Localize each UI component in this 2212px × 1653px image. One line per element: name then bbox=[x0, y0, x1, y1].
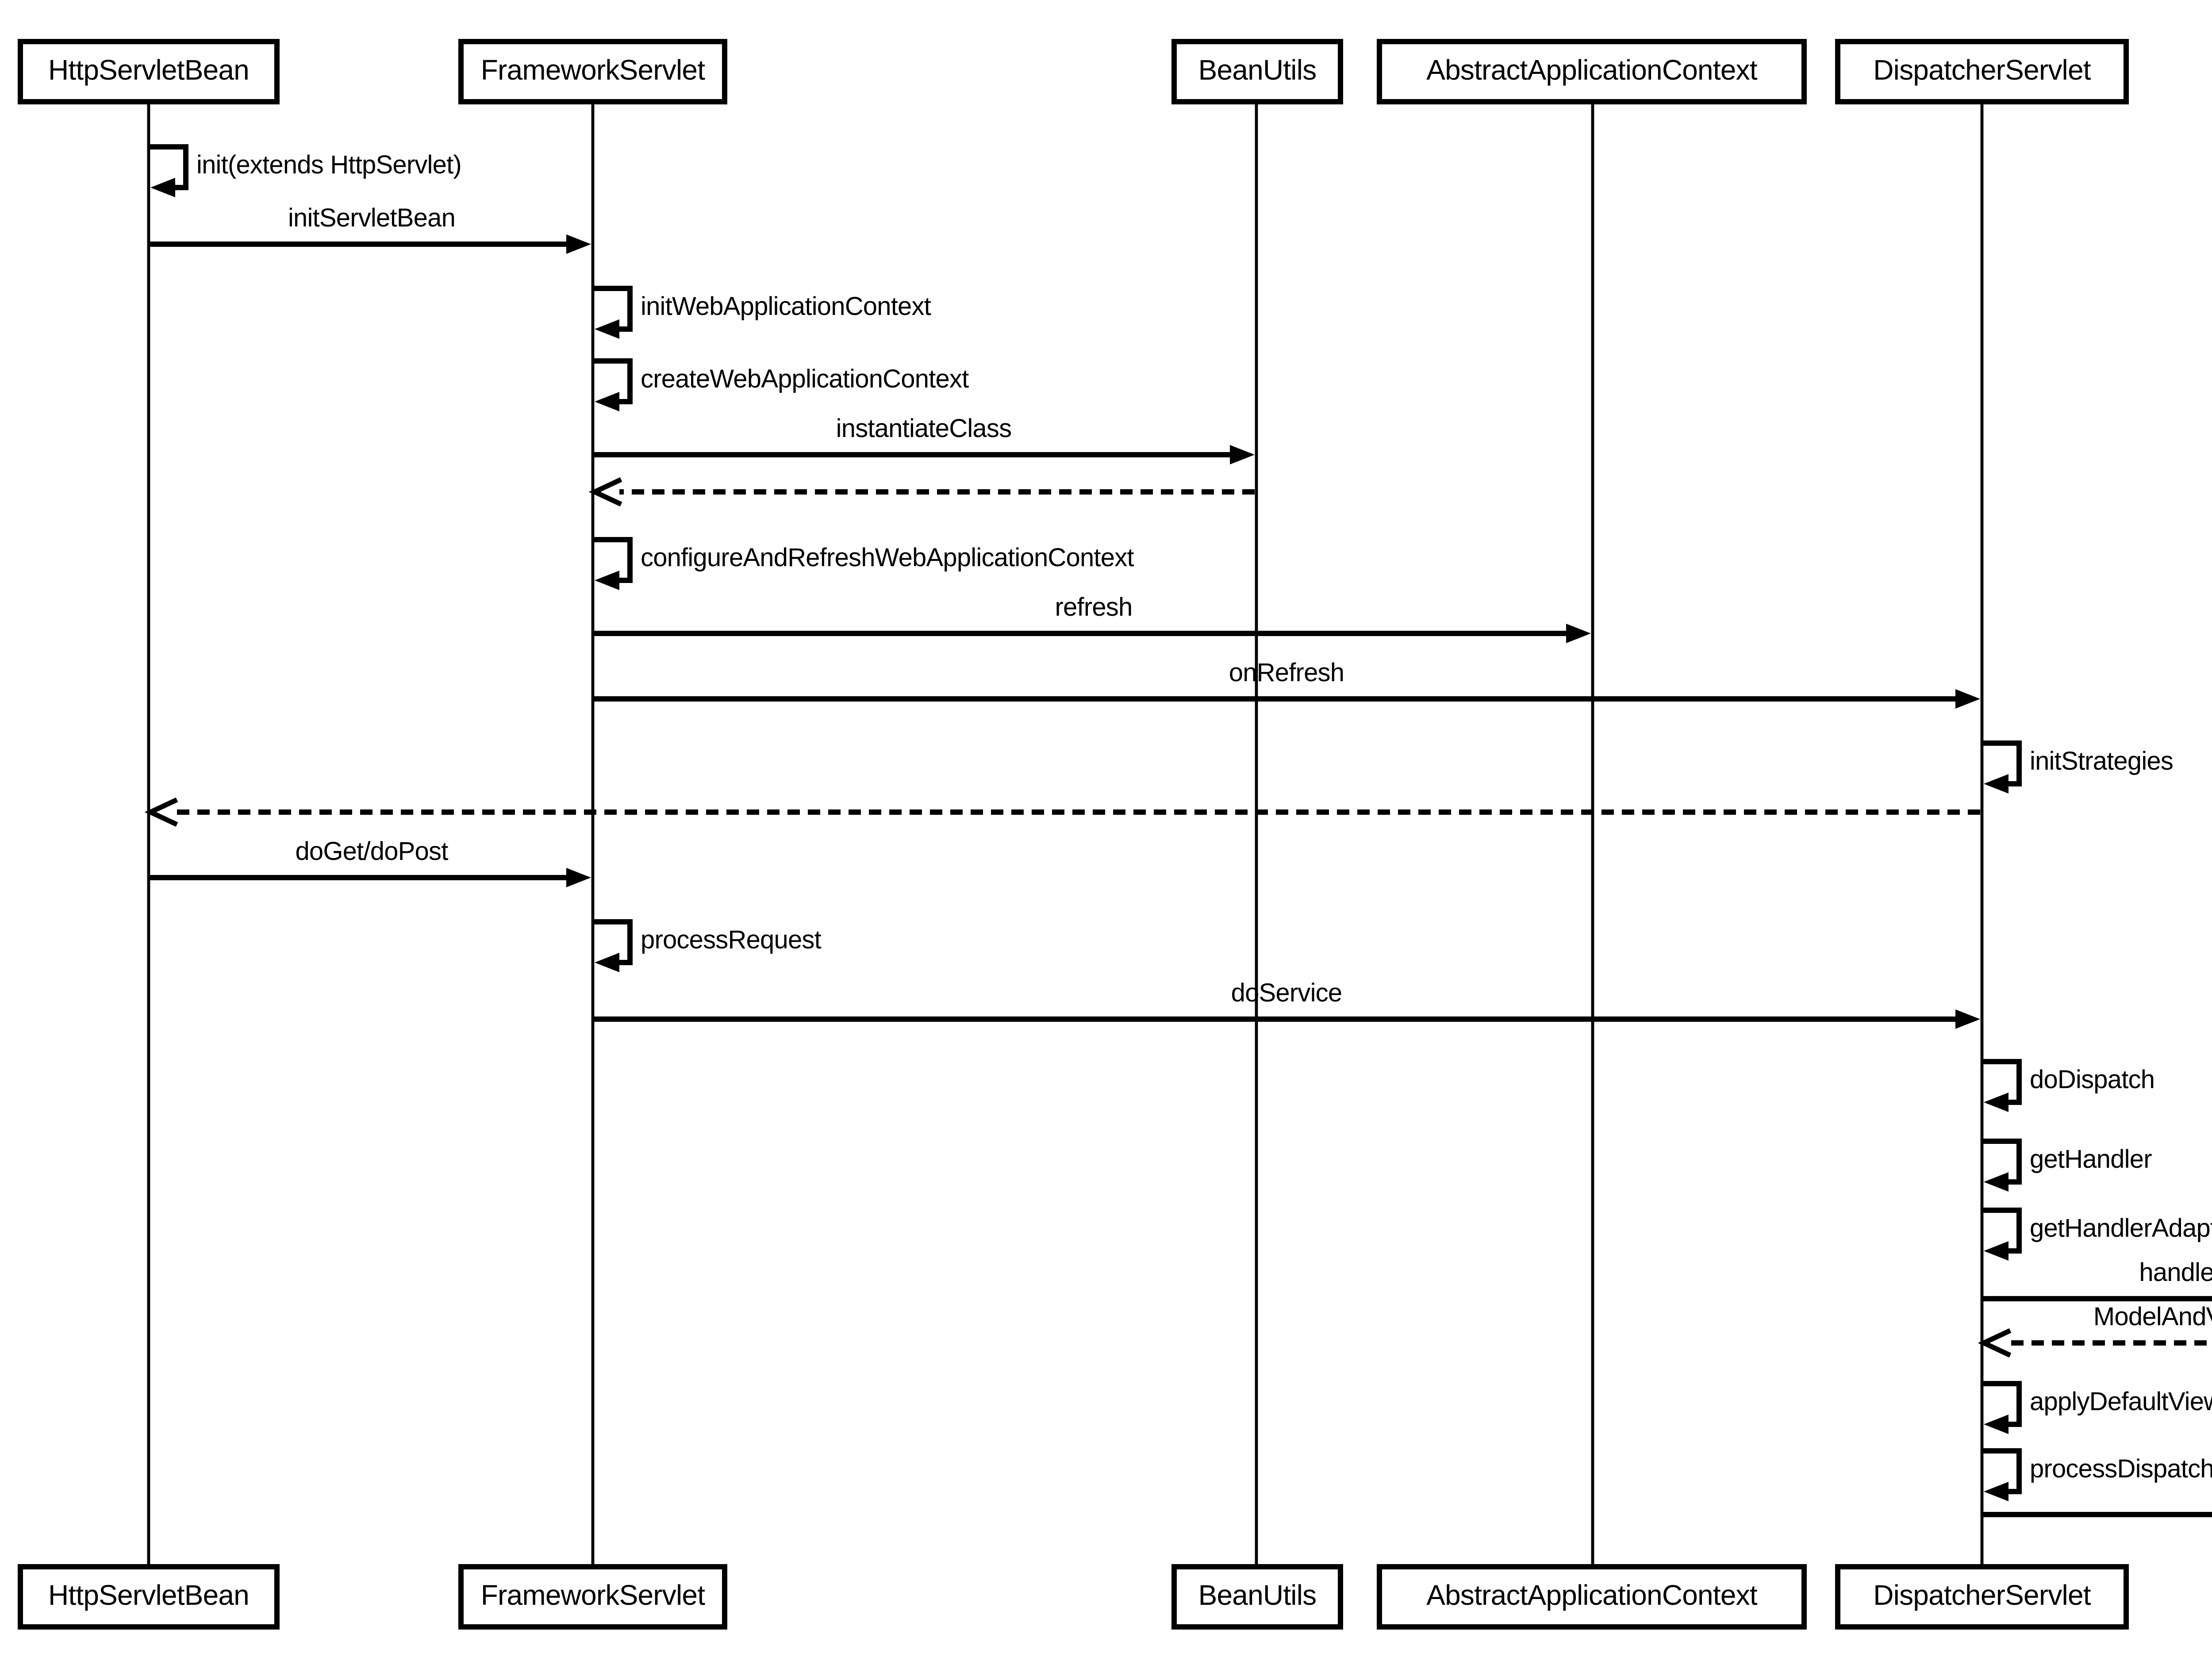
participant-box-frameworkservlet-top: FrameworkServlet bbox=[458, 39, 727, 104]
label-onrefresh: onRefresh bbox=[1229, 660, 1344, 688]
label-configureandrefresh: configureAndRefreshWebApplicationContext bbox=[641, 545, 1134, 573]
arrow-dogetdopost bbox=[149, 868, 591, 887]
label-resolveviewname: resolveViewName bbox=[2211, 1472, 2212, 1507]
arrow-return-dispatcherservlet bbox=[144, 797, 1980, 827]
arrow-return-beanutils bbox=[588, 477, 1255, 507]
label-processrequest: processRequest bbox=[641, 927, 822, 955]
label-gethandleradapter: getHandlerAdapter bbox=[2030, 1216, 2212, 1244]
label-handle: handle bbox=[2139, 1260, 2212, 1288]
participant-box-dispatcherservlet-bottom: DispatcherServlet bbox=[1835, 1564, 2129, 1630]
participant-box-frameworkservlet-bottom: FrameworkServlet bbox=[458, 1564, 727, 1630]
arrow-applydefaultviewname-self bbox=[1982, 1381, 2022, 1434]
label-modelandview: ModelAndView bbox=[2093, 1304, 2212, 1332]
arrow-initstrategies-self bbox=[1982, 740, 2022, 794]
label-dogetdopost: doGet/doPost bbox=[295, 839, 448, 867]
arrow-configureandrefresh-self bbox=[593, 537, 633, 590]
arrow-init-self bbox=[149, 144, 188, 197]
participant-box-beanutils-bottom: BeanUtils bbox=[1171, 1564, 1343, 1630]
participant-box-beanutils-top: BeanUtils bbox=[1171, 39, 1343, 104]
participant-box-httpservletbean-top: HttpServletBean bbox=[18, 39, 280, 104]
label-instantiateclass: instantiateClass bbox=[836, 416, 1012, 444]
arrow-resolveviewname bbox=[1982, 1512, 2212, 1517]
arrow-instantiateclass bbox=[593, 445, 1255, 464]
label-initservletbean: initServletBean bbox=[288, 205, 456, 234]
arrow-doservice bbox=[593, 1009, 1980, 1029]
participant-box-abstractapplicationcontext-bottom: AbstractApplicationContext bbox=[1377, 1564, 1807, 1630]
arrow-gethandler-self bbox=[1982, 1139, 2022, 1192]
arrow-createwebapplicationcontext-self bbox=[593, 358, 633, 411]
arrow-initservletbean bbox=[149, 234, 591, 254]
label-initstrategies: initStrategies bbox=[2030, 748, 2174, 777]
label-applydefaultviewname: applyDefaultViewName bbox=[2030, 1389, 2212, 1417]
arrow-initwebapplicationcontext-self bbox=[593, 286, 633, 339]
label-dodispatch: doDispatch bbox=[2030, 1067, 2155, 1095]
arrow-modelandview-return bbox=[1978, 1328, 2212, 1358]
participant-box-abstractapplicationcontext-top: AbstractApplicationContext bbox=[1377, 39, 1807, 104]
label-processdispatchresult: processDispatchResult bbox=[2030, 1456, 2212, 1484]
arrow-processrequest-self bbox=[593, 919, 633, 972]
arrow-processdispatchresult-self bbox=[1982, 1448, 2022, 1501]
label-doservice: doService bbox=[1231, 980, 1343, 1009]
arrow-refresh bbox=[593, 624, 1591, 643]
arrow-handle bbox=[1982, 1296, 2212, 1301]
label-gethandler: getHandler bbox=[2030, 1147, 2152, 1175]
label-initwebapplicationcontext: initWebApplicationContext bbox=[641, 294, 931, 322]
label-refresh: refresh bbox=[1055, 594, 1133, 623]
participant-box-httpservletbean-bottom: HttpServletBean bbox=[18, 1564, 280, 1630]
label-init-self: init(extends HttpServlet) bbox=[196, 152, 462, 180]
arrow-gethandleradapter-self bbox=[1982, 1208, 2022, 1261]
label-createwebapplicationcontext: createWebApplicationContext bbox=[641, 366, 969, 395]
participant-box-dispatcherservlet-top: DispatcherServlet bbox=[1835, 39, 2129, 104]
arrow-dodispatch-self bbox=[1982, 1059, 2022, 1112]
arrow-onrefresh bbox=[593, 689, 1980, 709]
